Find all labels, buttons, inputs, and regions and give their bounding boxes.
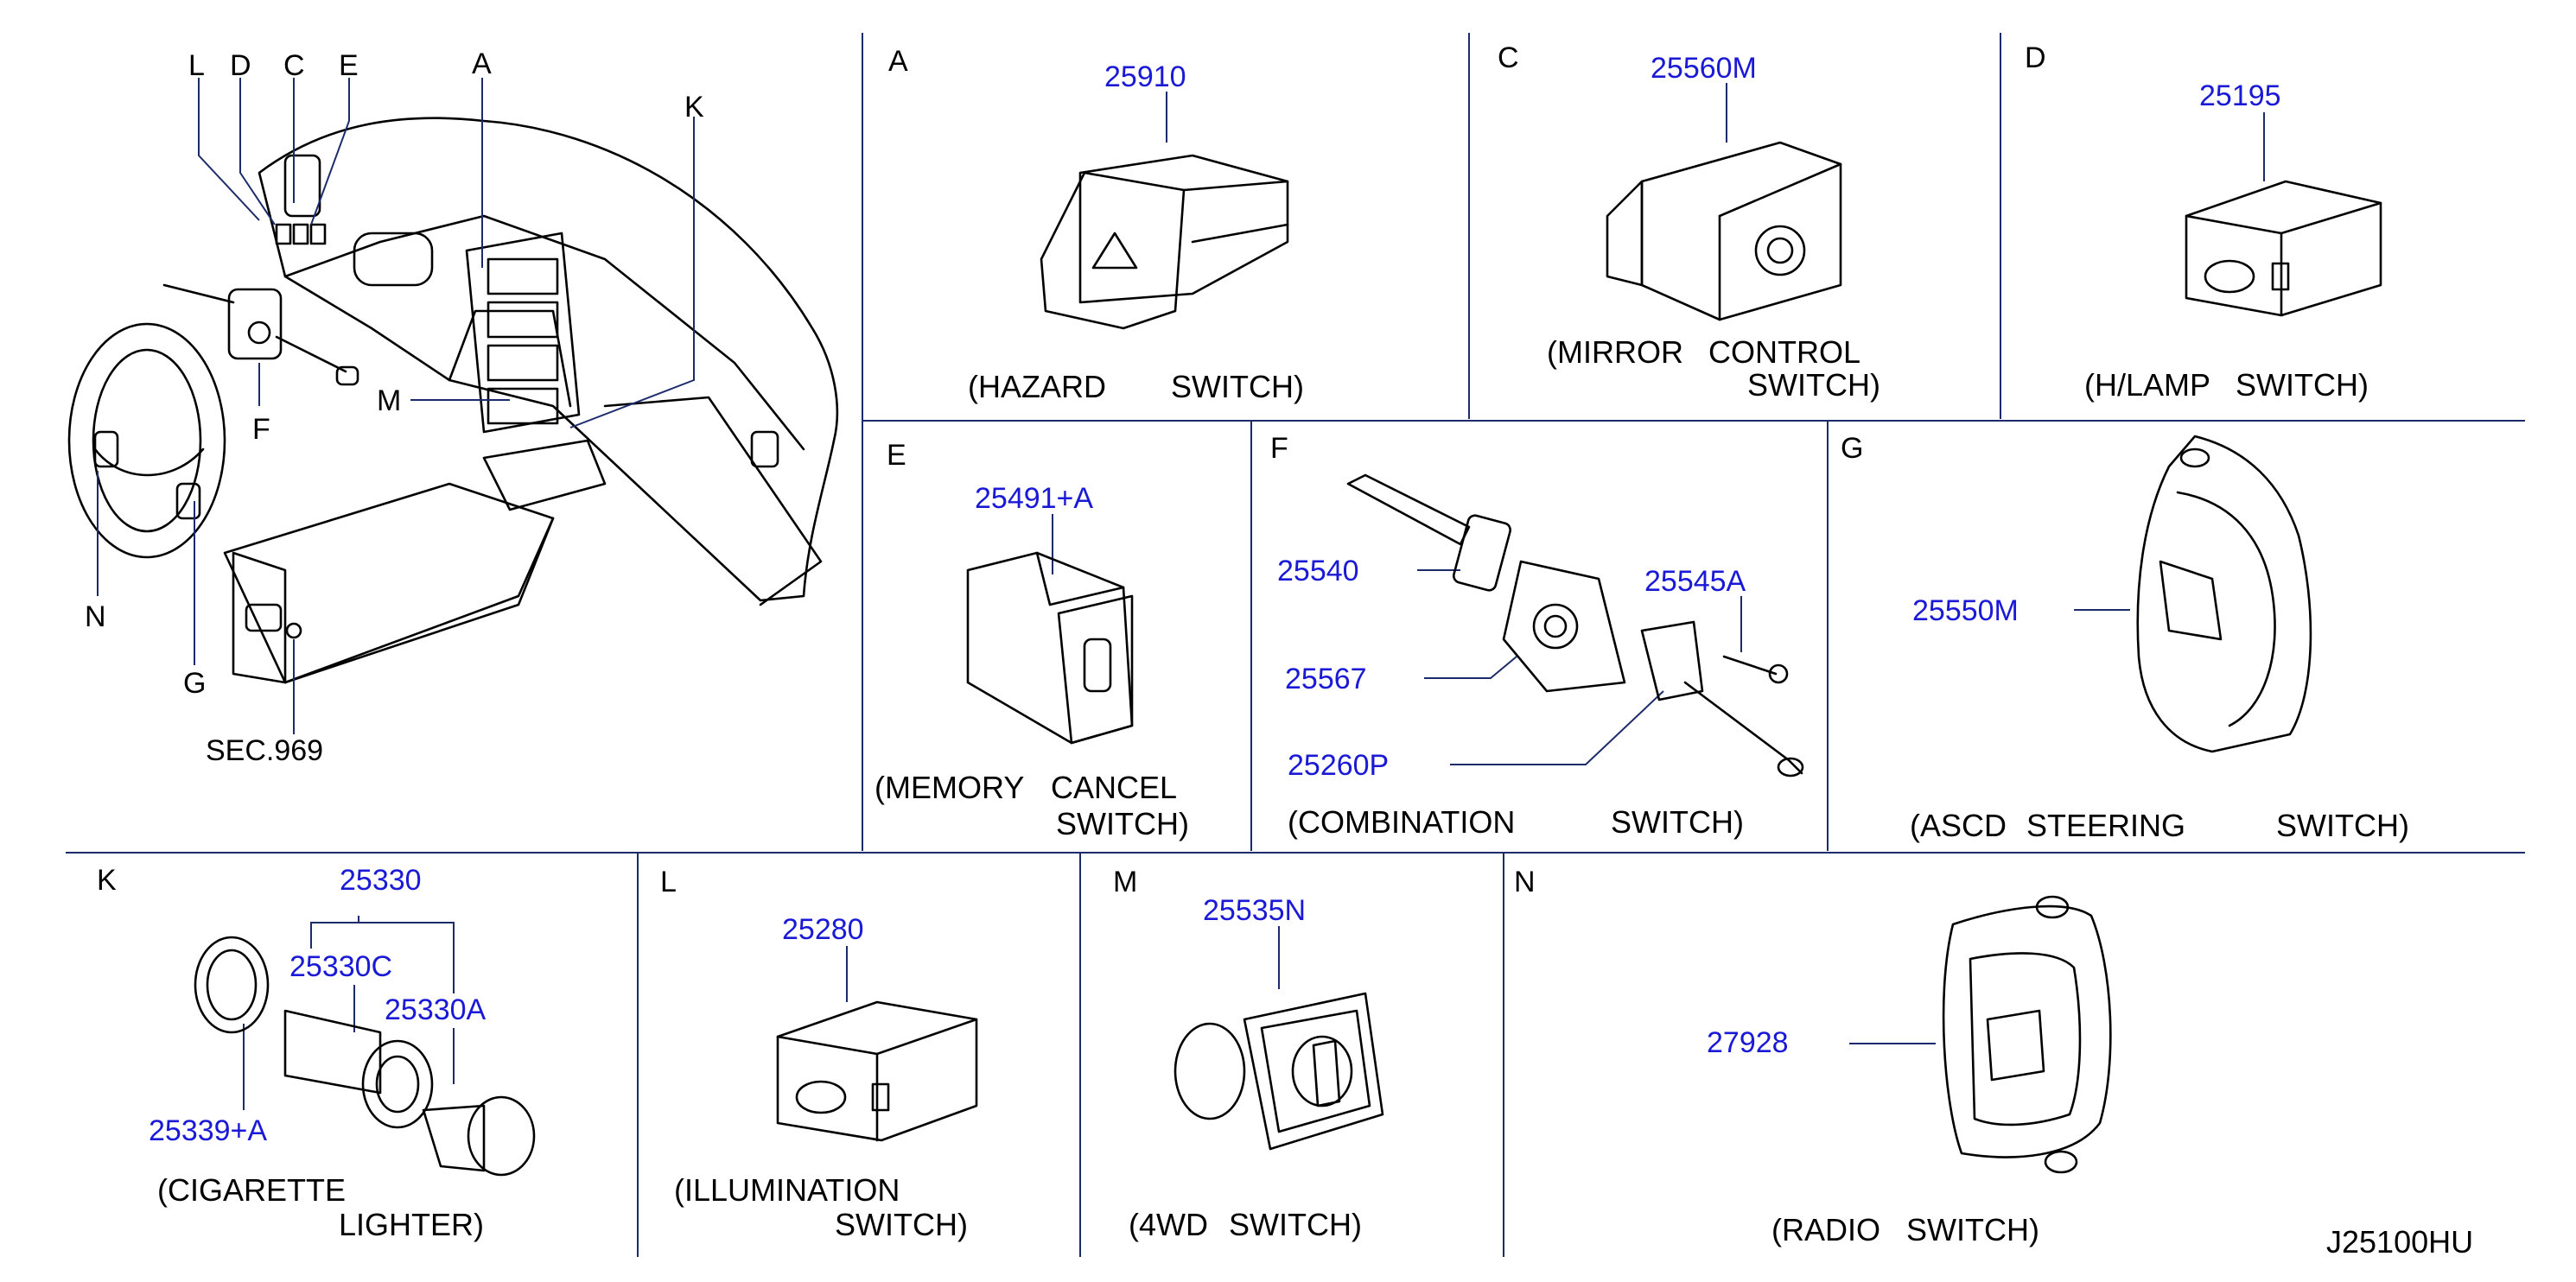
panel-K-caption-2: LIGHTER): [339, 1207, 484, 1242]
panel-M-letter: M: [1113, 866, 1137, 898]
callout-E: E: [339, 49, 359, 82]
panel-K-caption-1: (CIGARETTE: [157, 1172, 346, 1208]
panel-G-caption-1: (ASCD: [1910, 808, 2007, 843]
panel-F-part-number-4: 25260P: [1288, 749, 1389, 782]
hlamp-switch-illustration: [2185, 180, 2382, 317]
panel-F-caption-1: (COMBINATION: [1288, 804, 1515, 840]
4wd-switch-illustration: [1174, 992, 1384, 1151]
panel-M-part-number: 25535N: [1203, 894, 1306, 927]
panel-K-part-number-4: 25339+A: [149, 1114, 267, 1147]
overview-leaders: [97, 78, 695, 734]
callout-D: D: [230, 49, 251, 82]
panel-E-caption-2: CANCEL: [1051, 770, 1177, 805]
panel-C-caption-1: (MIRROR: [1547, 334, 1683, 370]
illumination-switch-illustration: [776, 1000, 978, 1142]
panel-D-caption-2: SWITCH): [2236, 367, 2369, 403]
callout-F: F: [252, 413, 270, 446]
panel-D-letter: D: [2025, 41, 2046, 74]
panel-grid: [66, 33, 2525, 1257]
panel-K-letter: K: [97, 864, 117, 897]
panel-K-part-number-3: 25330A: [385, 993, 487, 1026]
callout-G: G: [183, 667, 206, 700]
panel-G-letter: G: [1841, 432, 1863, 465]
panel-L-letter: L: [660, 866, 677, 898]
panel-C-part-number: 25560M: [1651, 52, 1757, 85]
callout-A: A: [472, 48, 492, 80]
panel-A-letter: A: [888, 45, 908, 78]
panel-A-part-number: 25910: [1104, 60, 1186, 93]
hazard-switch-illustration: [1040, 154, 1289, 330]
panel-F-part-number-3: 25567: [1285, 663, 1367, 695]
panel-L-caption-1: (ILLUMINATION: [674, 1172, 900, 1208]
panel-C-caption-2: CONTROL: [1708, 334, 1860, 370]
panel-E-letter: E: [887, 439, 906, 472]
panel-N-caption-2: SWITCH): [1906, 1212, 2039, 1247]
dashboard-illustration: [223, 117, 839, 684]
panel-G-caption-2: STEERING: [2026, 808, 2185, 843]
callout-M: M: [377, 384, 401, 417]
overview-combination-switch: [162, 283, 359, 386]
panel-K-part-number-1: 25330: [340, 864, 422, 897]
callout-C: C: [283, 49, 305, 82]
cigarette-lighter-illustration: [194, 936, 536, 1177]
panel-E-part-number: 25491+A: [975, 482, 1093, 515]
drawing-id: J25100HU: [2326, 1224, 2473, 1260]
panel-N-letter: N: [1514, 866, 1536, 898]
combination-switch-illustration: [1346, 473, 1804, 777]
panel-F-caption-2: SWITCH): [1611, 804, 1744, 840]
steering-wheel-illustration: [67, 322, 226, 559]
panel-E-caption-3: SWITCH): [1056, 806, 1189, 841]
panel-K-part-number-2: 25330C: [289, 950, 392, 983]
panel-D-caption-1: (H/LAMP: [2084, 367, 2210, 403]
section-reference: SEC.969: [206, 734, 323, 767]
callout-N: N: [85, 600, 106, 633]
panel-M-caption-1: (4WD: [1129, 1207, 1208, 1242]
panel-N-caption-1: (RADIO: [1771, 1212, 1880, 1247]
panel-C-caption-3: SWITCH): [1747, 367, 1880, 403]
panel-C-letter: C: [1498, 41, 1519, 74]
panel-N-part-number: 27928: [1707, 1026, 1789, 1059]
memory-cancel-switch-illustration: [966, 551, 1134, 745]
panel-A-caption-2: SWITCH): [1171, 369, 1304, 404]
panel-F-letter: F: [1270, 432, 1288, 465]
callout-L: L: [188, 49, 205, 82]
callout-K: K: [684, 91, 704, 124]
panel-A-caption-1: (HAZARD: [968, 369, 1106, 404]
ascd-steering-switch-illustration: [2136, 435, 2312, 753]
panel-F-part-number-1: 25540: [1277, 555, 1359, 587]
panel-F-part-number-2: 25545A: [1644, 565, 1746, 598]
panel-G-part-number: 25550M: [1912, 594, 2019, 627]
panel-D-part-number: 25195: [2199, 79, 2281, 112]
mirror-control-switch-illustration: [1606, 141, 1842, 321]
panel-G-caption-3: SWITCH): [2276, 808, 2409, 843]
panel-L-part-number: 25280: [782, 913, 864, 946]
radio-switch-illustration: [1942, 895, 2112, 1174]
panel-M-caption-2: SWITCH): [1229, 1207, 1362, 1242]
panel-L-caption-2: SWITCH): [835, 1207, 968, 1242]
panel-E-caption-1: (MEMORY: [875, 770, 1024, 805]
